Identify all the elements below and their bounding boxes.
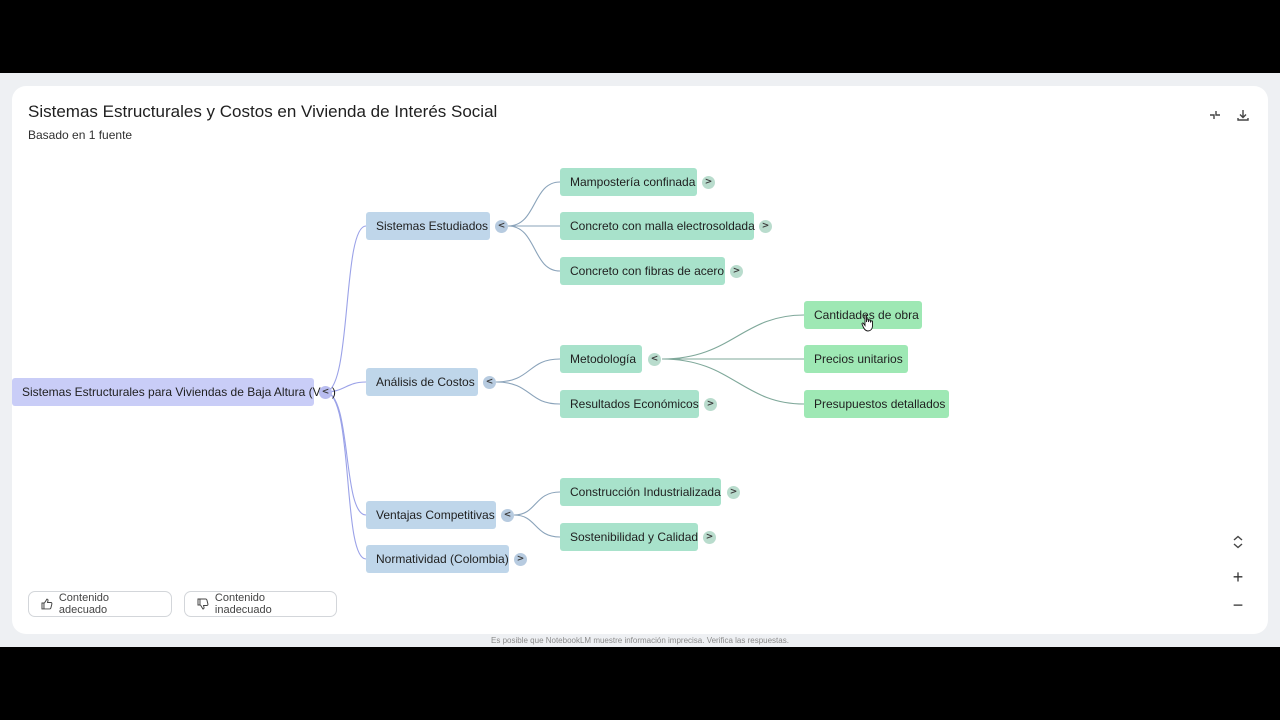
expand-collapse-all-button[interactable] [1224, 528, 1252, 556]
edge-analisis-resultados [495, 381, 561, 405]
thumbs-up-icon [41, 598, 53, 610]
good-content-button[interactable]: Contenido adecuado [28, 591, 172, 617]
node-sostenibilidad-calidad[interactable]: Sostenibilidad y Calidad [560, 523, 698, 551]
collapse-icon [1210, 111, 1220, 119]
toggle-sistemas-estudiados[interactable]: < [495, 220, 508, 233]
app-screen: Sistemas Estructurales y Costos en Vivie… [0, 73, 1280, 647]
toggle-ventajas-competitivas[interactable]: < [501, 509, 514, 522]
bad-content-button[interactable]: Contenido inadecuado [184, 591, 337, 617]
toggle-analisis-costos[interactable]: < [483, 376, 496, 389]
node-normatividad[interactable]: Normatividad (Colombia) [366, 545, 509, 573]
node-resultados-economicos[interactable]: Resultados Económicos [560, 390, 699, 418]
mindmap-connectors [324, 181, 805, 560]
toggle-concreto-malla[interactable]: > [759, 220, 772, 233]
toggle-normatividad[interactable]: > [514, 553, 527, 566]
unfold-icon [1233, 535, 1243, 549]
edge-analisis-metodologia [495, 358, 561, 383]
node-concreto-fibras[interactable]: Concreto con fibras de acero [560, 257, 725, 285]
toggle-construccion-industrializada[interactable]: > [727, 486, 740, 499]
edge-sistemas-c3 [507, 225, 561, 272]
disclaimer-text: Es posible que NotebookLM muestre inform… [491, 636, 789, 645]
node-sistemas-estudiados[interactable]: Sistemas Estudiados [366, 212, 490, 240]
toggle-sostenibilidad-calidad[interactable]: > [703, 531, 716, 544]
source-count: Basado en 1 fuente [28, 128, 133, 142]
download-button[interactable] [1231, 103, 1255, 127]
toggle-resultados-economicos[interactable]: > [704, 398, 717, 411]
node-construccion-industrializada[interactable]: Construcción Industrializada [560, 478, 721, 506]
download-icon [1237, 110, 1249, 121]
node-analisis-costos[interactable]: Análisis de Costos [366, 368, 478, 396]
toggle-root[interactable]: < [319, 386, 332, 399]
toggle-metodologia[interactable]: < [648, 353, 661, 366]
edge-ventajas-c1 [513, 491, 561, 516]
collapse-button[interactable] [1203, 103, 1227, 127]
page-title: Sistemas Estructurales y Costos en Vivie… [28, 102, 498, 121]
edge-metodologia-c1 [661, 314, 805, 360]
node-mamposteria-confinada[interactable]: Mampostería confinada [560, 168, 697, 196]
node-presupuestos-detallados[interactable]: Presupuestos detallados [804, 390, 949, 418]
node-metodologia[interactable]: Metodología [560, 345, 642, 373]
node-ventajas-competitivas[interactable]: Ventajas Competitivas [366, 501, 496, 529]
node-precios-unitarios[interactable]: Precios unitarios [804, 345, 908, 373]
zoom-out-button[interactable]: − [1224, 591, 1252, 619]
zoom-in-button[interactable]: + [1224, 563, 1252, 591]
toggle-concreto-fibras[interactable]: > [730, 265, 743, 278]
thumbs-down-icon [197, 598, 209, 610]
edge-root-normatividad [324, 391, 367, 560]
edge-sistemas-c1 [507, 181, 561, 227]
node-root[interactable]: Sistemas Estructurales para Viviendas de… [12, 378, 336, 406]
hand-cursor-icon [861, 314, 873, 332]
edge-ventajas-c2 [513, 514, 561, 538]
edge-root-sistemas [324, 225, 367, 393]
edge-metodologia-c3 [661, 358, 805, 405]
mindmap-panel: Sistemas Estructurales y Costos en Vivie… [12, 86, 1268, 634]
node-concreto-malla[interactable]: Concreto con malla electrosoldada [560, 212, 755, 240]
toggle-mamposteria-confinada[interactable]: > [702, 176, 715, 189]
